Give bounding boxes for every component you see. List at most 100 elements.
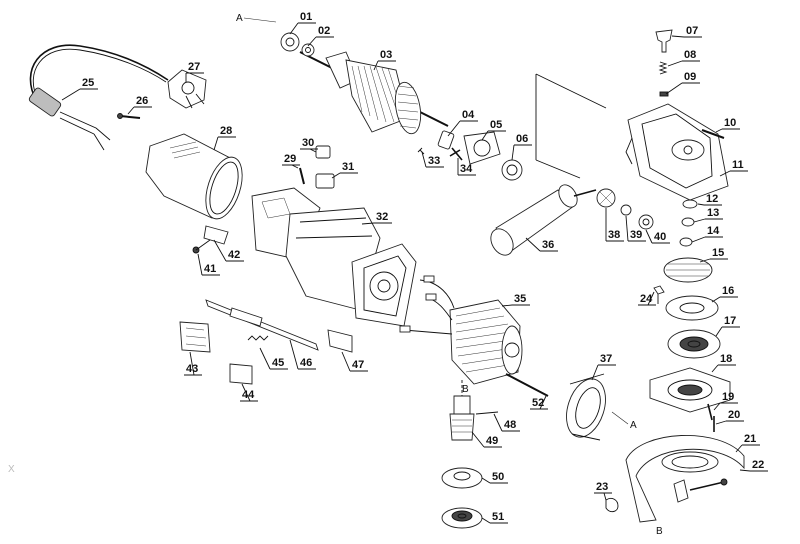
part-label-46: 46	[300, 357, 312, 369]
leader-line-47	[341, 351, 351, 372]
switch-bar	[179, 299, 353, 385]
leader-line-25	[61, 88, 81, 101]
leader-line-23	[603, 492, 607, 501]
part-label-18: 18	[720, 353, 732, 365]
section-marks: A A B B X	[8, 13, 663, 537]
leader-line-03	[373, 60, 379, 71]
leader-line-07	[671, 35, 685, 38]
part-label-13: 13	[707, 207, 719, 219]
leader-line-06	[511, 144, 515, 161]
leader-line-39	[625, 215, 629, 242]
part-label-28: 28	[220, 125, 232, 137]
leader-line-08	[667, 60, 683, 67]
gear-parts	[596, 188, 654, 230]
cord-bracket	[192, 225, 229, 254]
part-label-01: 01	[300, 11, 312, 23]
leader-line-48	[493, 413, 503, 432]
part-label-17: 17	[724, 315, 736, 327]
part-label-31: 31	[342, 161, 354, 173]
leader-line-37	[591, 364, 599, 381]
part-label-37: 37	[600, 353, 612, 365]
leader-line-18	[711, 364, 719, 373]
leader-line-17	[715, 326, 723, 337]
wheel-guard	[605, 434, 745, 523]
part-label-36: 36	[542, 239, 554, 251]
part-label-02: 02	[318, 25, 330, 37]
leader-line-14	[691, 236, 706, 243]
bearing-plate	[566, 373, 606, 441]
leader-line-09	[665, 82, 683, 95]
leader-line-40	[645, 229, 653, 244]
right-column-parts	[649, 199, 731, 432]
part-label-34: 34	[460, 163, 473, 175]
leader-line-41	[197, 253, 203, 276]
leader-line-28	[213, 136, 219, 151]
part-label-52: 52	[532, 397, 544, 409]
motor-housing	[251, 187, 417, 327]
part-label-16: 16	[722, 285, 734, 297]
part-label-23: 23	[596, 481, 608, 493]
part-label-32: 32	[376, 211, 388, 223]
part-label-04: 04	[462, 109, 475, 121]
leader-line-13	[693, 218, 706, 223]
leader-line-26	[127, 106, 135, 115]
leader-line-10	[715, 128, 723, 133]
section-mark-x: X	[8, 464, 15, 475]
part-label-50: 50	[492, 471, 504, 483]
leader-line-01	[289, 22, 299, 35]
part-label-29: 29	[284, 153, 296, 165]
stator	[399, 275, 549, 397]
part-labels: 0102030405060708091011121314151617181920…	[82, 11, 764, 523]
leader-line-19	[713, 402, 721, 411]
part-label-12: 12	[706, 193, 718, 205]
part-label-07: 07	[686, 25, 698, 37]
part-label-48: 48	[504, 419, 516, 431]
part-label-14: 14	[707, 225, 720, 237]
part-label-30: 30	[302, 137, 314, 149]
part-label-06: 06	[516, 133, 528, 145]
leader-line-29	[291, 164, 299, 169]
side-handle	[490, 184, 597, 256]
spindle-lock	[655, 29, 673, 97]
leader-line-20	[715, 420, 727, 425]
leader-line-44	[241, 383, 251, 402]
leader-line-31	[331, 172, 341, 179]
plug	[167, 69, 207, 109]
gear-housing	[535, 73, 729, 201]
part-label-49: 49	[486, 435, 498, 447]
part-label-15: 15	[712, 247, 724, 259]
part-label-08: 08	[684, 49, 696, 61]
bearing-washers	[417, 130, 523, 181]
leader-line-11	[719, 170, 731, 177]
leader-line-30	[309, 148, 317, 153]
switch-parts	[299, 145, 335, 189]
leader-line-42	[213, 239, 227, 262]
part-label-09: 09	[684, 71, 696, 83]
leader-line-15	[699, 258, 711, 263]
part-label-44: 44	[242, 389, 255, 401]
part-label-22: 22	[752, 459, 764, 471]
part-label-38: 38	[608, 229, 620, 241]
leader-line-45	[259, 347, 271, 370]
leader-line-16	[711, 296, 721, 303]
part-label-26: 26	[136, 95, 148, 107]
section-mark-b-left: B	[462, 384, 469, 395]
part-label-43: 43	[186, 363, 198, 375]
part-label-19: 19	[722, 391, 734, 403]
part-label-25: 25	[82, 77, 94, 89]
part-label-21: 21	[744, 433, 756, 445]
spindle-assembly	[441, 380, 499, 529]
part-label-05: 05	[490, 119, 502, 131]
part-label-42: 42	[228, 249, 240, 261]
leader-line-22	[739, 469, 751, 472]
leader-line-24	[647, 291, 655, 306]
part-label-45: 45	[272, 357, 284, 369]
part-label-27: 27	[188, 61, 200, 73]
leader-line-43	[189, 351, 195, 376]
leader-line-05	[481, 130, 489, 141]
leader-line-21	[735, 444, 743, 453]
leader-line-46	[289, 339, 299, 370]
section-mark-a-bottom: A	[630, 420, 637, 431]
